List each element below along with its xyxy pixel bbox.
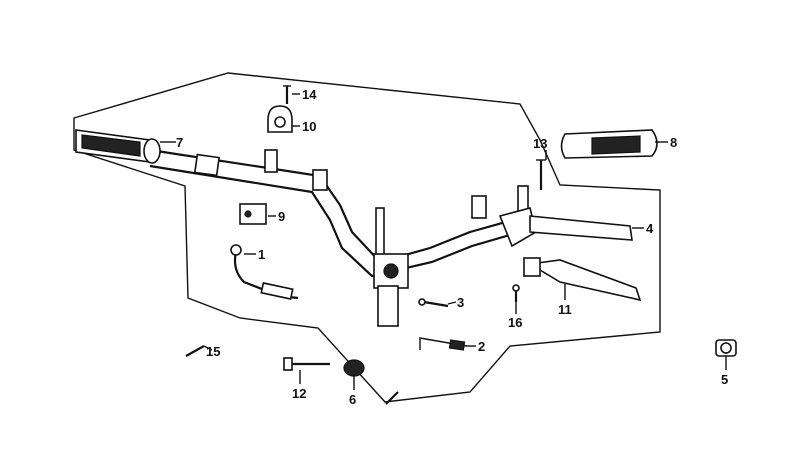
center-stem <box>373 207 409 327</box>
clamp-bracket <box>267 105 293 133</box>
callout-16: 16 <box>508 315 522 330</box>
switch-bracket <box>239 203 267 225</box>
callout-6: 6 <box>349 392 356 407</box>
long-bolt <box>536 159 546 190</box>
right-bracket <box>471 185 537 248</box>
bottom-screw <box>385 391 399 405</box>
callout-8: 8 <box>670 135 677 150</box>
callout-15: 15 <box>206 344 220 359</box>
callout-11: 11 <box>558 302 572 317</box>
brake-lever <box>523 257 642 302</box>
throttle-cable <box>230 244 299 300</box>
callout-12: 12 <box>292 386 306 401</box>
callout-5: 5 <box>721 372 728 387</box>
callout-9: 9 <box>278 209 285 224</box>
clamp-bolt <box>283 85 291 104</box>
pivot-screw <box>512 284 520 302</box>
lower-bolt <box>185 345 205 357</box>
callout-3: 3 <box>457 295 464 310</box>
cap-nut <box>343 359 365 377</box>
callout-1: 1 <box>258 247 265 262</box>
throttle-tube <box>529 215 633 241</box>
right-grip <box>560 129 658 159</box>
callout-4: 4 <box>646 221 654 236</box>
callout-2: 2 <box>478 339 485 354</box>
callout-14: 14 <box>302 87 317 102</box>
mounting-bolt <box>419 337 467 351</box>
hex-bolt <box>283 357 330 371</box>
small-screw <box>418 298 449 308</box>
callout-10: 10 <box>302 119 316 134</box>
leader-lines <box>160 93 727 390</box>
flange-nut <box>715 339 737 357</box>
left-grip <box>75 129 161 164</box>
assembly-boundary <box>73 72 661 403</box>
callout-13: 13 <box>533 136 547 151</box>
handlebar-tube <box>149 148 521 278</box>
callout-7: 7 <box>176 135 183 150</box>
